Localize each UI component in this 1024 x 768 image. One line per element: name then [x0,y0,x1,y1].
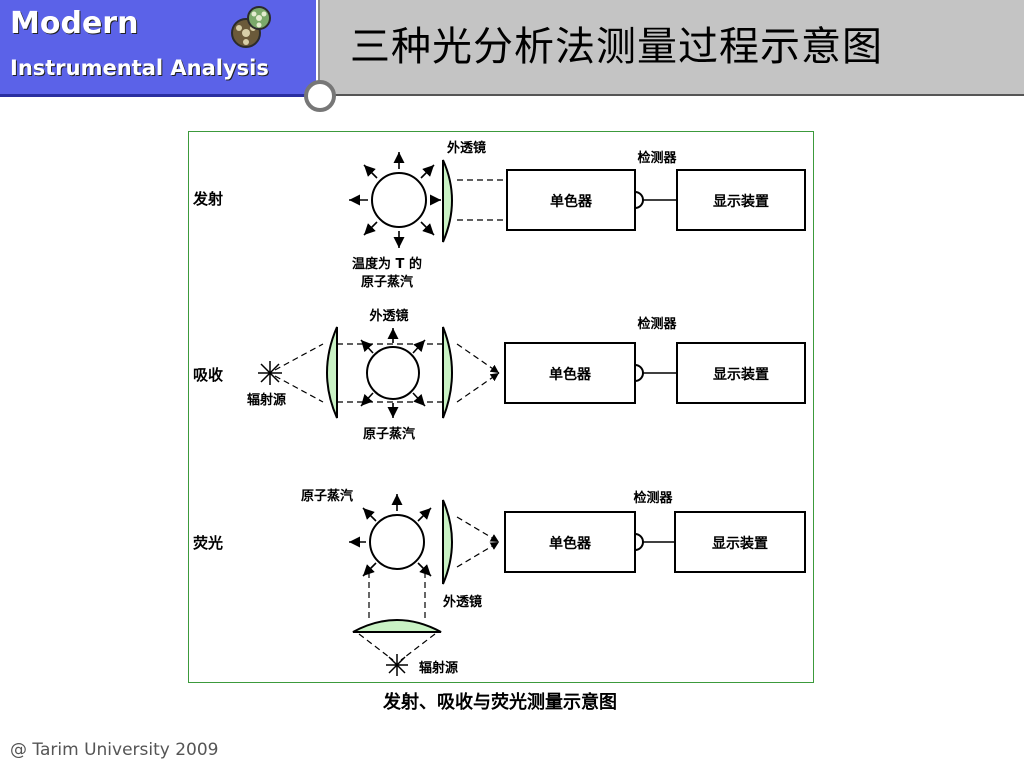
fluorescence-row: 荧光 原子蒸汽 单色器 检测器 显示装置 外透镜 [193,488,806,676]
measurement-diagram: 发射 单色器 检测器 显示装置 [188,131,814,683]
outer-lens-label: 外透镜 [446,140,486,156]
monochromator-box [504,511,636,573]
display-device-box [676,169,806,231]
detector-label: 检测器 [637,150,677,166]
monochromator-label: 单色器 [549,366,592,383]
display-device-label: 显示装置 [713,193,769,210]
detector-icon [634,191,644,209]
ring-ornament-icon [304,80,336,112]
radiation-source-label: 辐射源 [419,660,458,676]
page-title: 三种光分析法测量过程示意图 [350,24,883,70]
radiation-source-icon [386,654,408,676]
footer-copyright: @ Tarim University 2009 [10,740,219,760]
vapor-label: 原子蒸汽 [301,488,353,504]
display-device-box [676,342,806,404]
monochromator-box [504,342,636,404]
outer-lens-icon [442,499,453,585]
fluorescence-label: 荧光 [193,534,223,552]
brand-subtitle: Instrumental Analysis [10,56,269,80]
detector-icon [634,364,644,382]
film-reel-logo-icon [231,6,271,48]
display-device-box [674,511,806,573]
atom-vapor-icon [349,494,432,577]
diagram-caption: 发射、吸收与荧光测量示意图 [383,692,617,713]
emission-row: 发射 单色器 检测器 显示装置 [192,140,806,290]
excitation-lens-icon [352,619,442,633]
detector-label: 检测器 [633,490,673,506]
absorption-label: 吸收 [193,366,223,384]
vapor-label: 原子蒸汽 [361,274,413,290]
atom-vapor-icon [360,328,426,418]
brand-title: Modern [10,6,139,41]
input-lens-icon [326,326,338,419]
atom-vapor-icon [349,152,441,248]
radiation-source-label: 辐射源 [247,392,286,408]
display-device-label: 显示装置 [713,366,769,383]
monochromator-label: 单色器 [550,193,593,210]
outer-lens-label: 外透镜 [442,594,482,610]
radiation-source-icon [258,361,282,385]
emission-label: 发射 [192,190,223,208]
diagram-canvas: 发射 单色器 检测器 显示装置 [192,140,806,676]
detector-label: 检测器 [637,316,677,332]
display-device-label: 显示装置 [712,535,768,552]
title-bar: 三种光分析法测量过程示意图 [318,0,1024,96]
outer-lens-icon [442,159,453,243]
monochromator-label: 单色器 [549,535,592,552]
monochromator-box [506,169,636,231]
absorption-row: 吸收 辐射源 [193,308,806,442]
vapor-temperature-label: 温度为 T 的 [352,256,422,272]
outer-lens-icon [442,326,453,419]
outer-lens-label: 外透镜 [368,308,408,324]
vapor-label: 原子蒸汽 [363,426,415,442]
detector-icon [634,533,644,551]
brand-block: Modern Instrumental Analysis [0,0,316,97]
